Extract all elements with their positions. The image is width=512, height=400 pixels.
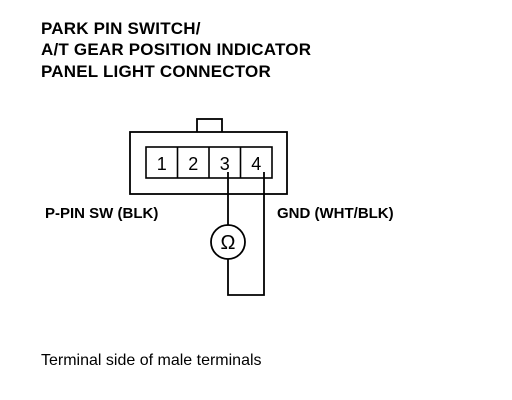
connector-lock-tab [196, 118, 223, 134]
p-pin-sw-label: P-PIN SW (BLK) [45, 205, 159, 222]
ohm-symbol: Ω [221, 232, 236, 254]
title-line-3: PANEL LIGHT CONNECTOR [41, 62, 271, 81]
pin-number-3: 3 [220, 154, 230, 174]
pin-number-2: 2 [188, 154, 198, 174]
pin-number-1: 1 [157, 154, 167, 174]
pin-number-4: 4 [251, 154, 261, 174]
title-line-1: PARK PIN SWITCH/ [41, 19, 201, 38]
caption: Terminal side of male terminals [41, 352, 262, 369]
title-line-2: A/T GEAR POSITION INDICATOR [41, 40, 312, 59]
gnd-label: GND (WHT/BLK) [277, 205, 394, 222]
test-lead-pin-4 [227, 172, 265, 296]
